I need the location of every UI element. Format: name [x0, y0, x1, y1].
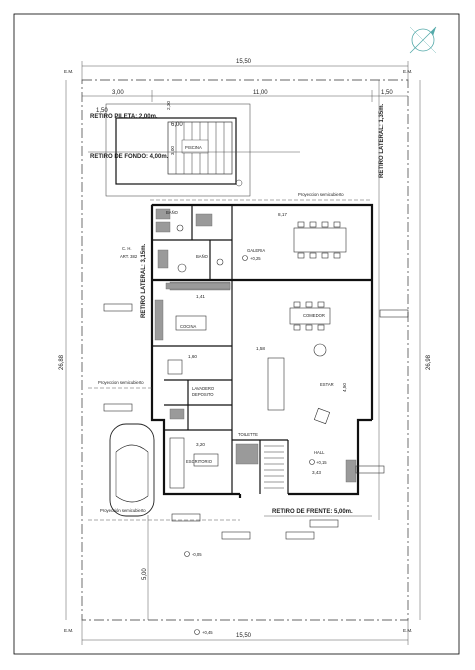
- em-bottom-left: E.M.: [64, 628, 73, 633]
- dim-top-total: 15,50: [236, 59, 252, 65]
- dim-pool-v2: 3,00: [170, 146, 175, 155]
- dim-office: 3,20: [196, 442, 205, 447]
- dim-pool-width: 6,00: [171, 122, 183, 128]
- dim-service: 1,41: [196, 294, 205, 299]
- office-room: ESCRITORIO 3,20: [169, 437, 219, 489]
- room-bath-label: BAÑO: [166, 210, 179, 215]
- dim-right-height: 26,98: [426, 354, 432, 370]
- room-toilette-label: TOILETTE: [238, 432, 258, 437]
- pool-area: PISCINA RETIRO PILETA: 2,00m. RETIRO DE …: [88, 103, 300, 197]
- room-gallery-label: GALERIA: [247, 248, 265, 253]
- room-deposit-label: DEPOSITO: [192, 392, 214, 397]
- em-top-right: E.M.: [403, 69, 412, 74]
- projection-left: Proyeccion semicubierto: [98, 380, 144, 385]
- north-arrow-icon: [409, 26, 437, 54]
- dim-pool-offset: 1,50: [96, 108, 108, 114]
- em-top-left: E.M.: [64, 69, 73, 74]
- note-ch: C. H.: [122, 246, 132, 251]
- top-dimensions: 15,50 3,00 11,00 1,50 1,50 6,00 E.M. E.M…: [64, 59, 412, 128]
- dim-pool-v1: 2,30: [166, 101, 171, 110]
- level-front: -0,05: [192, 552, 202, 557]
- kitchen-room: COCINA 1,60: [154, 282, 231, 359]
- lot-boundary: [81, 79, 409, 621]
- level-hall: +0,15: [316, 460, 327, 465]
- room-kitchen-label: COCINA: [180, 324, 196, 329]
- dim-kitchen: 1,60: [188, 354, 197, 359]
- room-pool-label: PISCINA: [185, 145, 202, 150]
- dim-top-mid: 11,00: [253, 90, 268, 96]
- room-living-label: ESTAR: [320, 382, 334, 387]
- hall-area: HALL 3,43 TOILETTE: [235, 432, 357, 489]
- dim-gallery: 8,17: [278, 212, 287, 217]
- projection-top: Proyeccion semicubierto: [298, 192, 344, 197]
- house-walls: [150, 203, 374, 498]
- dim-living-h: 4,50: [342, 383, 347, 392]
- dim-top-left: 3,00: [112, 90, 124, 96]
- dim-hall: 3,43: [312, 470, 321, 475]
- setback-side-left: RETIRO LATERAL: 3,15m.: [141, 243, 147, 318]
- laundry-room: LAVADERO DEPOSITO: [167, 359, 215, 420]
- side-dimensions: 26,88 26,98 5,00 2,30 3,00: [59, 80, 432, 620]
- level-gallery: +0,25: [250, 256, 261, 261]
- setback-front: RETIRO DE FRENTE: 5,00m.: [272, 509, 353, 515]
- living-room: ESTAR 1,58 4,50: [256, 343, 347, 425]
- detail-tags: +0,25 +0,15 -0,05 +0,45: [103, 255, 409, 635]
- setback-back: RETIRO DE FONDO: 4,00m.: [90, 154, 169, 160]
- em-bottom-right: E.M.: [403, 628, 412, 633]
- room-bath-small-label: BAÑO: [196, 254, 209, 259]
- dim-left-height: 26,88: [59, 354, 65, 370]
- setback-pool: RETIRO PILETA: 2,00m.: [90, 114, 158, 120]
- room-laundry-label: LAVADERO: [192, 386, 215, 391]
- room-hall-label: HALL: [314, 450, 325, 455]
- dim-front-depth: 5,00: [142, 568, 148, 580]
- dining-room: COMEDOR: [289, 301, 331, 331]
- room-office-label: ESCRITORIO: [186, 459, 213, 464]
- gallery-room: GALERIA 8,17: [247, 212, 347, 259]
- car-icon: [109, 423, 155, 517]
- room-dining-label: COMEDOR: [303, 313, 325, 318]
- setback-side-right: RETIRO LATERAL: 1,35m.: [379, 103, 385, 178]
- level-street: +0,45: [202, 630, 213, 635]
- bottom-dimensions: 15,50 E.M. E.M.: [64, 620, 412, 645]
- dim-living: 1,58: [256, 346, 265, 351]
- sheet-border: [13, 13, 460, 655]
- dim-top-right: 1,50: [381, 90, 393, 96]
- dim-bottom-total: 15,50: [236, 633, 252, 639]
- projection-front: Proyección semicubierto: [100, 508, 146, 513]
- note-art: ART. 382: [120, 254, 138, 259]
